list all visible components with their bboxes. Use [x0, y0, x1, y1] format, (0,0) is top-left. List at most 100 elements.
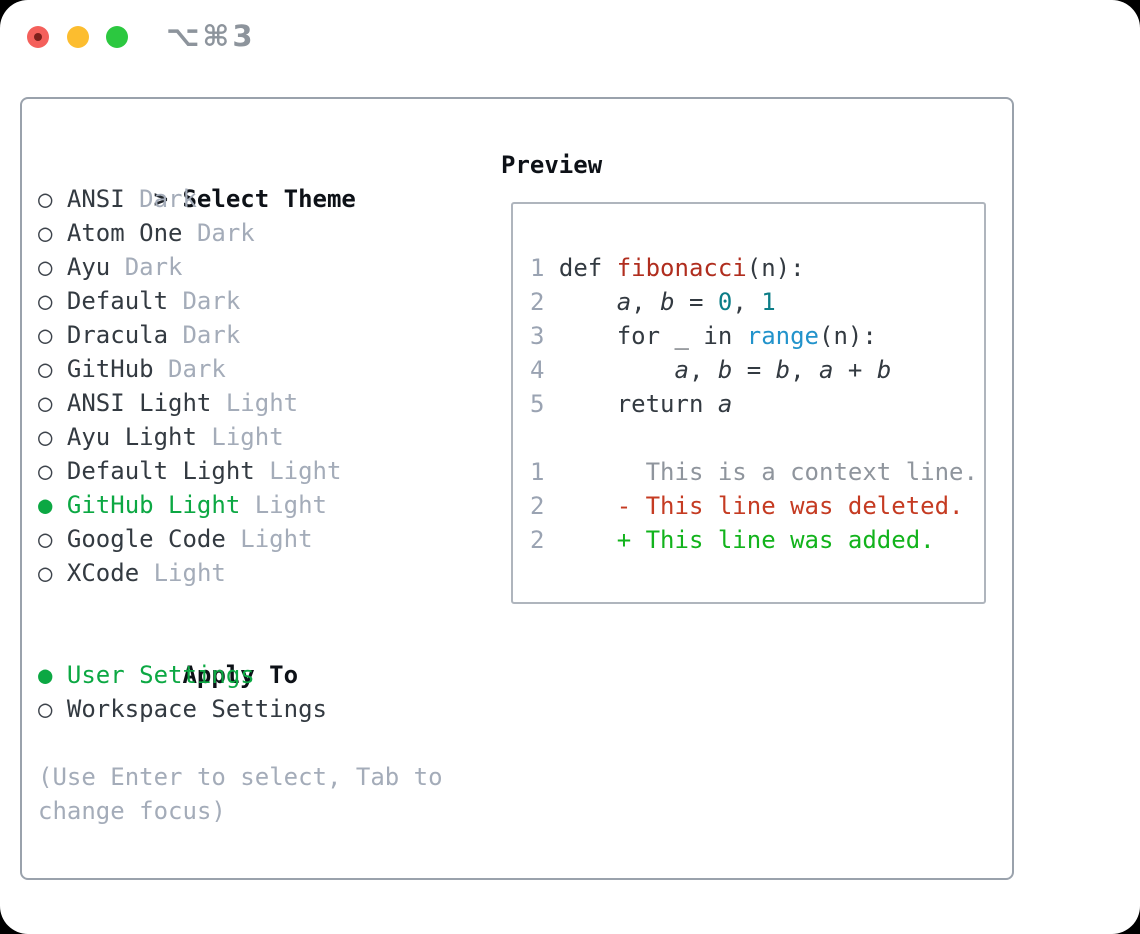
line-number: 2: [530, 526, 559, 554]
radio-icon: ○: [38, 423, 53, 451]
code-line-4: 4 a, b = b, a + b: [530, 353, 984, 387]
code-segment: =: [674, 288, 718, 316]
theme-variant: Light: [254, 491, 327, 519]
apply-option-workspace-settings[interactable]: ○Workspace Settings: [38, 692, 327, 726]
code-segment: b: [717, 356, 733, 384]
theme-variant: Light: [240, 525, 313, 553]
apply-to-header: Apply To: [38, 624, 327, 689]
theme-option-ayu[interactable]: ○ Ayu Dark: [38, 250, 356, 284]
radio-icon: ○: [38, 253, 53, 281]
code-segment: ,: [688, 356, 718, 384]
code-segment: ,: [631, 288, 661, 316]
hint-line: change focus): [38, 797, 226, 825]
theme-dialog: >Select Theme ○ANSI Dark○Atom One Dark○A…: [20, 97, 1014, 880]
theme-option-default[interactable]: ○ Default Dark: [38, 284, 356, 318]
theme-option-google-code[interactable]: ○ Google Code Light: [38, 522, 356, 556]
radio-icon: ○: [38, 185, 53, 213]
theme-option-dracula[interactable]: ○ Dracula Dark: [38, 318, 356, 352]
apply-option-label: User Settings: [66, 661, 255, 689]
theme-option-github[interactable]: ○ GitHub Dark: [38, 352, 356, 386]
theme-variant: Dark: [168, 355, 226, 383]
radio-icon: ○: [38, 559, 53, 587]
radio-icon: ○: [38, 321, 53, 349]
theme-variant: Dark: [182, 287, 241, 315]
theme-name: Dracula: [66, 321, 183, 349]
theme-variant: Light: [269, 457, 342, 485]
code-segment: [559, 356, 675, 384]
radio-icon: ○: [38, 219, 53, 247]
theme-option-ansi-light[interactable]: ○ANSI Light Light: [38, 386, 356, 420]
code-segment: (n):: [746, 254, 805, 282]
code-segment: - This line was deleted.: [558, 492, 964, 520]
theme-variant: Dark: [182, 321, 241, 349]
radio-icon: ●: [38, 661, 53, 689]
code-segment: +: [833, 356, 877, 384]
code-segment: This is a context line.: [558, 458, 978, 486]
code-line-3: 3 for _ in range(n):: [530, 319, 984, 353]
line-number: 1: [530, 458, 559, 486]
code-segment: b: [775, 356, 791, 384]
theme-option-atom-one[interactable]: ○ Atom One Dark: [38, 216, 356, 250]
select-theme-header: >Select Theme: [38, 148, 356, 213]
theme-name: Ayu Light: [66, 423, 212, 451]
code-line-9: 2 + This line was added.: [530, 523, 984, 557]
code-segment: [559, 288, 617, 316]
keyboard-hint: (Use Enter to select, Tab to change focu…: [38, 760, 443, 828]
code-segment: b: [876, 356, 892, 384]
line-number: 4: [530, 356, 559, 384]
code-segment: for _ in: [558, 322, 747, 350]
line-number: 2: [530, 288, 559, 316]
focus-arrow-icon: >: [153, 185, 169, 213]
code-segment: 1: [761, 288, 776, 316]
theme-name: Default: [66, 287, 183, 315]
code-line-2: 2 a, b = 0, 1: [530, 285, 984, 319]
theme-option-default-light[interactable]: ○ Default Light Light: [38, 454, 356, 488]
apply-to-section: Apply To ● User Settings ○Workspace Settin…: [38, 624, 327, 726]
minimize-button[interactable]: [67, 26, 89, 48]
apply-option-label: Workspace Settings: [66, 695, 327, 723]
code-segment: a: [674, 356, 689, 384]
theme-option-github-light[interactable]: ●GitHub Light Light: [38, 488, 356, 522]
theme-name: Default Light: [66, 457, 270, 485]
theme-variant: Dark: [124, 253, 183, 281]
theme-name: Google Code: [66, 525, 241, 553]
theme-option-xcode[interactable]: ○XCode Light: [38, 556, 356, 590]
code-segment: return: [558, 390, 718, 418]
theme-name: GitHub Light: [66, 491, 255, 519]
theme-name: ANSI Light: [66, 389, 226, 417]
theme-option-ayu-light[interactable]: ○Ayu Light Light: [38, 420, 356, 454]
theme-variant: Light: [153, 559, 226, 587]
apply-to-label: Apply To: [182, 661, 299, 689]
theme-name: Ayu: [66, 253, 125, 281]
code-line-7: 1 This is a context line.: [530, 455, 984, 489]
code-line-5: 5 return a: [530, 387, 984, 421]
radio-icon: ○: [38, 457, 53, 485]
code-segment: =: [732, 356, 776, 384]
line-number: 2: [530, 492, 559, 520]
zoom-button[interactable]: [106, 26, 128, 48]
radio-icon: ○: [38, 287, 53, 315]
code-segment: a: [717, 390, 733, 418]
window-title-shortcut: ⌥⌘3: [166, 19, 256, 53]
theme-name: GitHub: [66, 355, 169, 383]
code-line-8: 2 - This line was deleted.: [530, 489, 984, 523]
preview-title: Preview: [501, 151, 603, 179]
close-button[interactable]: [27, 26, 49, 48]
theme-variant: Dark: [196, 219, 255, 247]
code-segment: a: [616, 288, 632, 316]
theme-list: >Select Theme ○ANSI Dark○Atom One Dark○A…: [38, 148, 356, 590]
theme-variant: Dark: [139, 185, 197, 213]
apply-option-user-settings[interactable]: ● User Settings: [38, 658, 327, 692]
code-segment: ,: [790, 356, 820, 384]
radio-icon: ○: [38, 525, 53, 553]
code-line-1: 1 def fibonacci(n):: [530, 251, 984, 285]
code-segment: + This line was added.: [558, 526, 935, 554]
code-segment: b: [660, 288, 675, 316]
radio-icon: ○: [38, 355, 53, 383]
theme-option-ansi[interactable]: ○ANSI Dark: [38, 182, 356, 216]
radio-icon: ○: [38, 389, 53, 417]
code-segment: 0: [717, 288, 733, 316]
theme-name: Atom One: [66, 219, 197, 247]
